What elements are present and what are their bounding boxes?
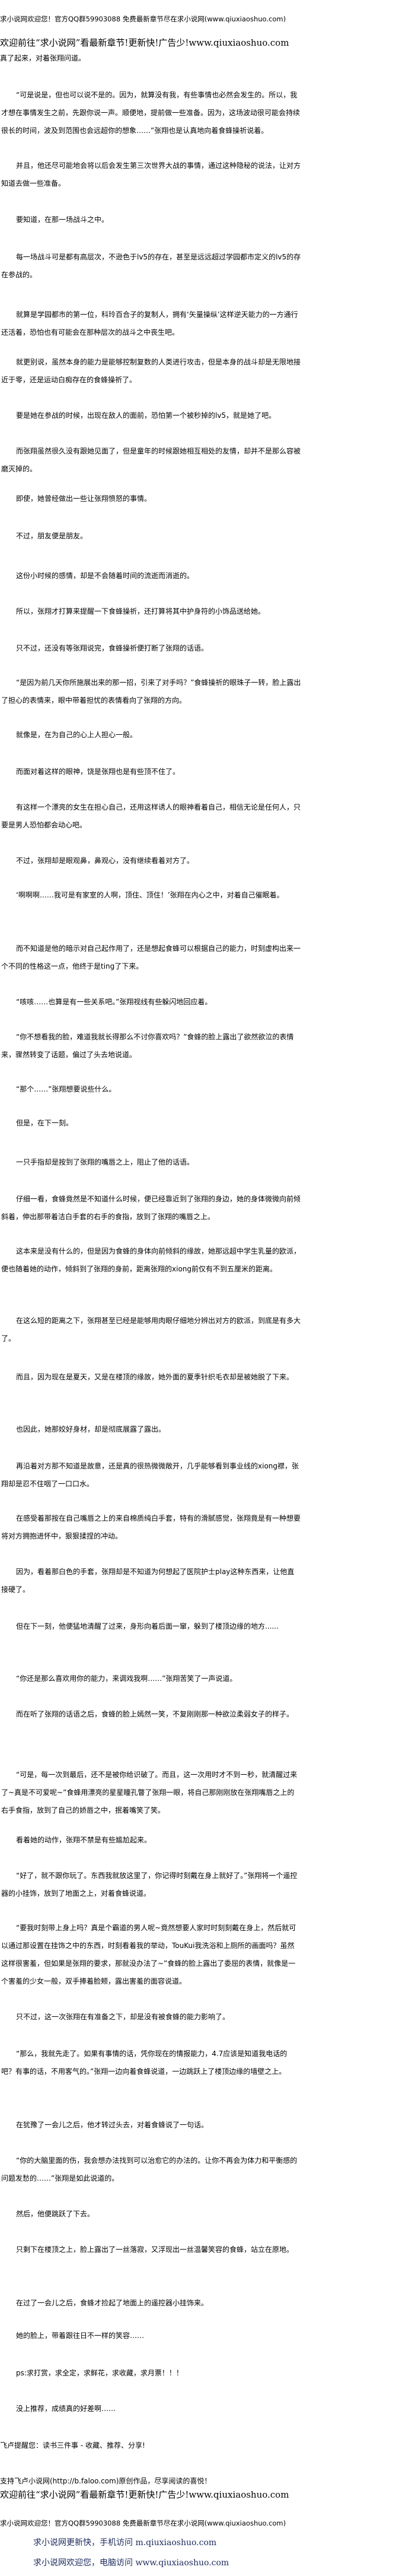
paragraph: 没上推荐，成绩真的好差啊…… [16,2404,116,2413]
support-notice: 支持飞卢小说网(http://b.faloo.com)原创作品，尽享阅读的喜悦！ [0,2477,212,2485]
paragraph: 所以，张翔才打算来提醒一下食蜂操祈，还打算将其中护身符的小饰品送给她。 [16,607,266,616]
paragraph: 而在听了张翔的话语之后，食蜂的脸上嫣然一笑，不复刚刚那一种欲泣柔弱女子的样子。 [16,1710,294,1718]
paragraph: 而面对着这样的眼神，饶是张翔也是有些顶不住了。 [16,767,180,776]
paragraph: “要我时刻带上身上吗？真是个霸道的男人呢~竟然想要人家时时刻刻戴在身上，然后就可… [1,1924,296,1985]
paragraph: 这份小时候的感情，却是不会随着时间的流逝而消逝的。 [16,572,194,580]
paragraph: “可是说是，但也可以说不是的。因为，就算没有我，有些事情也必然会发生的。所以，我… [1,91,301,135]
pc-visit-link[interactable]: 求小说网欢迎您，电脑访问 www.qiuxiaoshuo.com [33,2558,229,2568]
paragraph: 就更别说，虽然本身的能力是能够控制复数的人类进行攻击，但是本身的战斗却是无限地接… [1,358,301,384]
paragraph: 每一场战斗可是都有高层次，不逊色于lv5的存在，甚至是远远超过学园都市定义的lv… [1,253,301,279]
lead-fragment: 真了起来，对着张翔问道。 [0,54,86,62]
paragraph: 而且，因为现在是夏天，又是在楼顶的缘故，她外面的夏季针织毛衣却是被她脱了下来。 [16,1373,294,1381]
paragraph: 在过了一会儿之后，食蜂才捡起了地面上的遥控器小挂饰来。 [16,2299,209,2307]
paragraph: 在感受着那按在自己嘴唇之上的来自棉质纯白手套，特有的滑腻感觉，张翔竟是有一种想要… [1,1514,301,1540]
paragraph: 她的脸上，带着跟往日不一样的笑容…… [16,2331,145,2340]
paragraph: 但在下一刻，他便猛地清醒了过来，身形向着后面一窜，躲到了楼顶边缘的地方.....… [16,1622,279,1630]
paragraph: “是因为前几天你所施展出来的那一招，引来了对手吗？”食蜂操祈的眼珠子一转，脸上露… [1,678,301,705]
paragraph: 不过，朋友便是朋友。 [16,532,88,540]
paragraph: 这本来是没有什么的，但是因为食蜂的身体向前倾斜的缘故，她那远超中学生乳量的欧派，… [1,1247,301,1273]
paragraph: 就像是，在为自己的心上人担心一般。 [16,731,138,739]
paragraph: 也因此，她那姣好身材，却是彻底展露了露出。 [16,1425,166,1433]
paragraph: 而不知道是他的暗示对自己起作用了，还是想起食蜂可以根据自己的能力，时刻虚构出来一… [1,944,301,970]
paragraph: 有这样一个漂亮的女生在担心自己，还用这样诱人的眼神看着自己，相信无论是任何人，只… [1,803,301,829]
paragraph: 然后，他便跳跃了下去。 [16,2210,95,2218]
paragraph: “你不想看我的脸，难道我就长得那么不讨你喜欢吗？”食蜂的脸上露出了欲然欲泣的表情… [1,1033,294,1059]
top-ad-banner[interactable]: 欢迎前往“求小说网”看最新章节!更新快!广告少!www.qiuxiaoshuo.… [0,37,289,48]
paragraph: 即使，她曾经做出一些让张翔愤怒的事情。 [16,494,152,503]
paragraph: 看着她的动作，张翔不禁是有些尴尬起来。 [16,1836,152,1844]
paragraph: “咳咳……也算是有一些关系吧。”张翔视线有些躲闪地回应着。 [16,998,212,1006]
paragraph: 而张翔虽然很久没有跟她见面了，但是童年的时候跟她相互相处的友情，却并不是那么容被… [1,447,301,473]
paragraph: “你还是那么喜欢用你的能力，来调戏我啊……”张翔苦笑了一声说道。 [16,1674,237,1683]
paragraph: ‘啊啊啊……我可是有家室的人啊，顶住、顶住！’张翔在内心之中，对着自己催眠着。 [16,891,284,899]
mobile-visit-link[interactable]: 求小说网更新快，手机访问 m.qiuxiaoshuo.com [33,2538,217,2548]
paragraph: 在这么短的距离之下，张翔甚至已经是能够用肉眼仔细地分辨出对方的欧派，到底是有多大… [1,1316,301,1343]
paragraph: 一只手指却是按到了张翔的嘴唇之上，阻止了他的话语。 [16,1158,194,1166]
paragraph: “那么，我就先走了。如果有事情的话，凭你现在的情报能力，4.7应该是知道我电话的… [1,2050,288,2076]
top-site-notice: 求小说网欢迎您！官方QQ群59903088 免费最新章节尽在求小说网(www.q… [0,15,286,23]
paragraph: “可是，每一次到最后，还不是被你给识破了。而且，这一次用时才不到一秒，就清醒过来… [1,1771,298,1814]
bottom-ad-banner[interactable]: 欢迎前往“求小说网”看最新章节!更新快!广告少!www.qiuxiaoshuo.… [0,2489,289,2500]
reminder-text: 飞卢提醒您：读书三件事 - 收藏、推荐、分享! [0,2441,145,2450]
paragraph: 仔细一看，食蜂竟然是不知道什么时候，便已经靠近到了张翔的身边，她的身体微微向前倾… [1,1195,301,1221]
paragraph: 不过，张翔却是眼观鼻，鼻观心，没有继续看着对方了。 [16,856,194,865]
paragraph: 只不过，还没有等张翔说完，食蜂操祈便打断了张翔的话语。 [16,644,209,652]
paragraph: “好了，就不跟你玩了。东西我就放这里了，你记得时刻戴在身上就好了。”张翔将一个遥… [1,1871,298,1898]
paragraph: 因为，看着那白色的手套，张翔却是不知道为何想起了医院护士play这种东西来，让他… [1,1568,295,1594]
paragraph: 在犹豫了一会儿之后，他才转过头去，对着食蜂说了一句话。 [16,2121,209,2129]
paragraph: 只不过，这一次张翔在有准备之下，却是没有被食蜂的能力影响了。 [16,2013,230,2021]
paragraph: 就算是学园都市的第一位，科玲百合子的复制人，拥有‘矢量操纵’这样逆天能力的一方通… [1,310,298,337]
paragraph: 再沿着对方那不知道是故意，还是真的很热微微敞开，几乎能够看到事业线的xiong襟… [1,1462,299,1488]
paragraph: ps:求打赏，求全定，求鲜花，求收藏，求月票！！！ [16,2369,183,2377]
paragraph: 并且，他还尽可能地会将以后会发生第三次世界大战的事情，通过这种隐秘的说法，让对方… [1,161,301,188]
paragraph: “那个……”张翔想要说些什么。 [16,1085,116,1093]
paragraph: 只剩下在楼顶之上，脸上露出了一丝落寂，又浮现出一丝温馨笑容的食蜂，站立在原地。 [16,2245,294,2254]
paragraph: 但是，在下一刻。 [16,1119,74,1127]
paragraph: “你的大脑里面的伤，我会想办法找到可以治愈它的办法的。让你不再会为体力和平衡感的… [1,2156,298,2182]
paragraph: 要知道，在那一场战斗之中。 [16,215,109,224]
paragraph: 要是她在参战的时候，出现在敌人的面前，恐怕第一个被秒掉的lv5，就是她了吧。 [16,411,276,420]
bottom-site-notice: 求小说网欢迎您！官方QQ群59903088 免费最新章节尽在求小说网(www.q… [0,2519,286,2527]
